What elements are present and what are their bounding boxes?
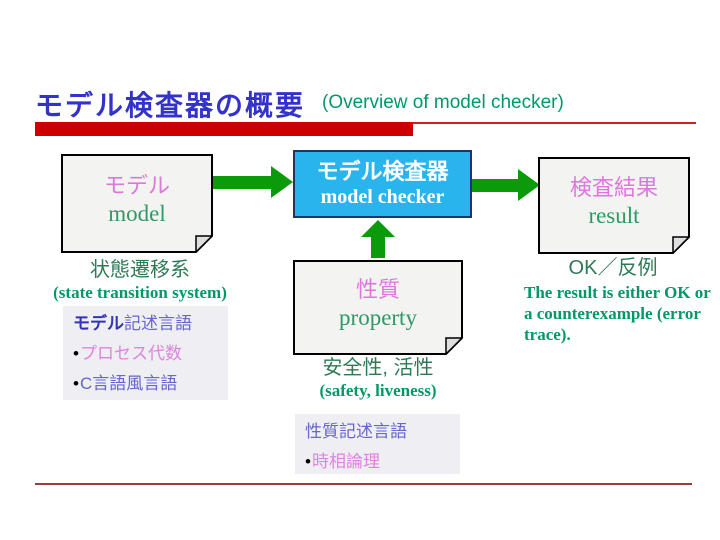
property-box-label-jp: 性質 <box>355 276 400 302</box>
list-item: •C言語風言語 <box>73 374 218 394</box>
model-language-item-label: プロセス代数 <box>79 344 182 363</box>
bullet-icon: • <box>73 344 79 363</box>
result-box-label-jp: 検査結果 <box>569 174 658 200</box>
title-underline-bar <box>35 122 413 136</box>
page-title-english: (Overview of model checker) <box>322 92 564 113</box>
folded-note-shape <box>293 260 463 355</box>
page-title: モデル検査器の概要 <box>35 90 306 121</box>
result-label-en: The result is either OK or a counterexam… <box>524 283 711 344</box>
model-box: モデル model <box>61 154 213 253</box>
arrow-stem <box>213 176 272 189</box>
arrow-checker-to-result <box>472 169 540 201</box>
state-transition-label-jp: 状態遷移系 <box>90 259 190 281</box>
result-caption: OK／反例 The result is either OK or a count… <box>515 256 711 345</box>
arrow-head-up-icon <box>361 220 395 237</box>
model-checker-label-jp: モデル検査器 <box>316 159 449 184</box>
arrow-stem <box>371 236 385 258</box>
arrow-property-to-checker <box>361 220 395 258</box>
safety-label-jp: 安全性, 活性 <box>322 357 434 379</box>
property-box-label-en: property <box>339 304 417 330</box>
result-box: 検査結果 result <box>538 157 690 254</box>
folded-note-shape <box>61 154 213 253</box>
arrow-head-right-icon <box>271 166 293 198</box>
state-transition-caption: 状態遷移系 (state transition system) <box>40 258 240 303</box>
arrow-stem <box>472 179 519 192</box>
model-language-box: モデル記述言語 •プロセス代数 •C言語風言語 <box>63 306 228 400</box>
result-box-label-en: result <box>588 202 640 228</box>
state-transition-label-en: (state transition system) <box>53 283 227 302</box>
title-underline-thin <box>413 122 696 124</box>
result-label-jp: OK／反例 <box>568 257 658 279</box>
list-item: •プロセス代数 <box>73 344 218 364</box>
model-box-label-en: model <box>108 200 166 226</box>
property-box: 性質 property <box>293 260 463 355</box>
arrow-head-right-icon <box>518 169 540 201</box>
arrow-model-to-checker <box>213 166 293 198</box>
folded-note-shape <box>538 157 690 254</box>
property-language-box: 性質記述言語 •時相論理 <box>295 414 460 474</box>
model-checker-box: モデル検査器 model checker <box>293 150 472 218</box>
model-checker-label-en: model checker <box>320 186 445 208</box>
safety-caption: 安全性, 活性 (safety, liveness) <box>283 356 473 401</box>
bullet-icon: • <box>73 374 79 393</box>
model-language-title: モデル記述言語 <box>73 314 218 334</box>
model-language-title-head: モデル <box>73 314 124 333</box>
property-language-title-text: 性質記述言語 <box>305 422 407 441</box>
property-language-item-label: 時相論理 <box>311 452 380 471</box>
bullet-icon: • <box>305 452 311 471</box>
property-language-title: 性質記述言語 <box>305 422 450 442</box>
footer-divider <box>35 483 692 485</box>
model-language-item-label: C言語風言語 <box>79 374 178 393</box>
safety-label-en: (safety, liveness) <box>319 381 437 400</box>
model-language-title-rest: 記述言語 <box>124 314 192 333</box>
model-box-label-jp: モデル <box>103 172 170 198</box>
list-item: •時相論理 <box>305 452 450 472</box>
